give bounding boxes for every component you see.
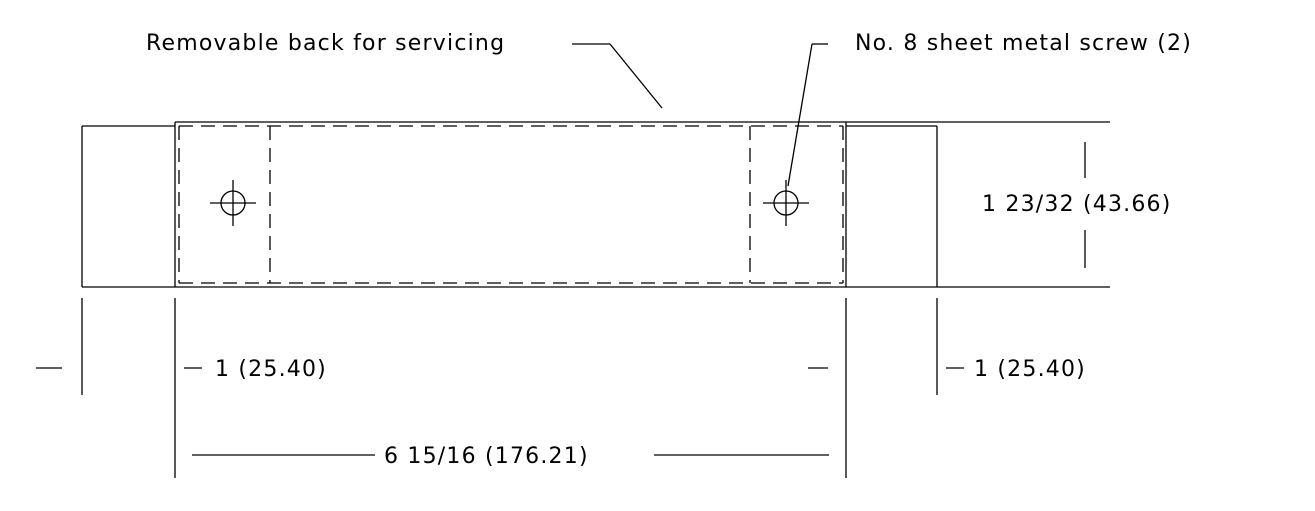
left-bracket-dimension-label: 1 (25.40) — [215, 357, 327, 382]
left-bracket — [81, 125, 175, 288]
callout-screw: No. 8 sheet metal screw (2) — [787, 31, 1192, 187]
right-bracket — [846, 125, 938, 287]
removable-back-label: Removable back for servicing — [146, 31, 505, 56]
overall-width-dimension-label: 6 15/16 (176.21) — [384, 444, 589, 469]
screw-hole-right — [763, 180, 809, 226]
overall-width-dimension: 6 15/16 (176.21) — [192, 444, 829, 469]
removable-back-hidden — [178, 125, 844, 284]
screw-hole-left — [210, 180, 256, 226]
housing-outline — [174, 121, 1110, 288]
callout-removable-back: Removable back for servicing — [146, 31, 663, 109]
extension-lines — [81, 298, 938, 478]
right-bracket-dimension-label: 1 (25.40) — [974, 357, 1086, 382]
height-dimension: 1 23/32 (43.66) — [982, 142, 1172, 268]
screw-label: No. 8 sheet metal screw (2) — [855, 31, 1192, 56]
right-bracket-dimension: 1 (25.40) — [808, 357, 1086, 382]
left-bracket-dimension: 1 (25.40) — [36, 357, 327, 382]
height-dimension-label: 1 23/32 (43.66) — [982, 192, 1172, 217]
